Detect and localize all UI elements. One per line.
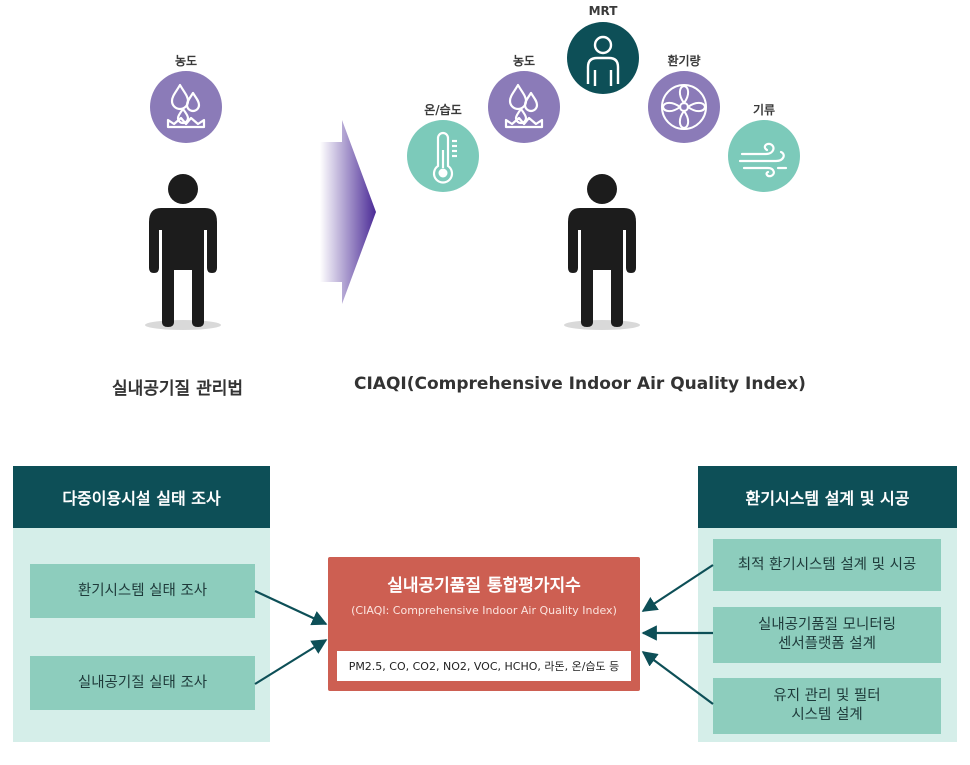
arrow-left-top bbox=[254, 590, 328, 626]
temp-humidity-label: 온/습도 bbox=[424, 103, 462, 117]
right-item-maintenance: 유지 관리 및 필터 시스템 설계 bbox=[713, 678, 941, 734]
concentration-icon bbox=[150, 71, 222, 143]
left-item-ventilation-survey: 환기시스템 실태 조사 bbox=[30, 564, 255, 618]
mrt-label: MRT bbox=[588, 4, 618, 18]
person-figure-left bbox=[145, 174, 221, 330]
right-item-maintenance-line1: 유지 관리 및 필터 bbox=[773, 688, 881, 705]
right-item-monitoring-line2: 센서플랫폼 설계 bbox=[778, 636, 876, 652]
right-caption: CIAQI(Comprehensive Indoor Air Quality I… bbox=[354, 374, 806, 394]
left-caption: 실내공기질 관리법 bbox=[112, 379, 244, 399]
arrow-left-bottom bbox=[254, 639, 328, 685]
transition-arrow bbox=[320, 120, 376, 304]
right-item-optimal-design: 최적 환기시스템 설계 및 시공 bbox=[713, 539, 941, 591]
airflow-icon bbox=[728, 120, 800, 192]
right-panel-title: 환기시스템 설계 및 시공 bbox=[698, 466, 957, 528]
ciaqi-center-box: 실내공기품질 통합평가지수 (CIAQI: Comprehensive Indo… bbox=[328, 557, 640, 691]
ciaqi-subtitle: (CIAQI: Comprehensive Indoor Air Quality… bbox=[351, 604, 617, 617]
right-item-maintenance-line2: 시스템 설계 bbox=[791, 707, 863, 723]
left-concentration-label: 농도 bbox=[174, 54, 198, 68]
thermometer-icon bbox=[407, 120, 479, 192]
right-item-monitoring-line1: 실내공기품질 모니터링 bbox=[757, 617, 896, 634]
concentration-icon-right bbox=[488, 71, 560, 143]
ventilation-label: 환기량 bbox=[667, 54, 701, 68]
mrt-person-icon bbox=[567, 22, 639, 94]
right-item-optimal-design-text: 최적 환기시스템 설계 및 시공 bbox=[737, 556, 917, 573]
fan-icon bbox=[648, 71, 720, 143]
left-panel-title: 다중이용시설 실태 조사 bbox=[13, 466, 270, 528]
ciaqi-title: 실내공기품질 통합평가지수 bbox=[387, 576, 581, 596]
person-figure-right bbox=[564, 174, 640, 330]
ciaqi-pollutant-list: PM2.5, CO, CO2, NO2, VOC, HCHO, 라돈, 온/습도… bbox=[337, 651, 631, 681]
arrow-right-bottom bbox=[641, 651, 714, 705]
right-concentration-label: 농도 bbox=[512, 54, 536, 68]
right-item-monitoring: 실내공기품질 모니터링 센서플랫폼 설계 bbox=[713, 607, 941, 663]
airflow-label: 기류 bbox=[752, 103, 776, 117]
left-item-air-quality-survey: 실내공기질 실태 조사 bbox=[30, 656, 255, 710]
arrow-right-top bbox=[641, 564, 714, 612]
